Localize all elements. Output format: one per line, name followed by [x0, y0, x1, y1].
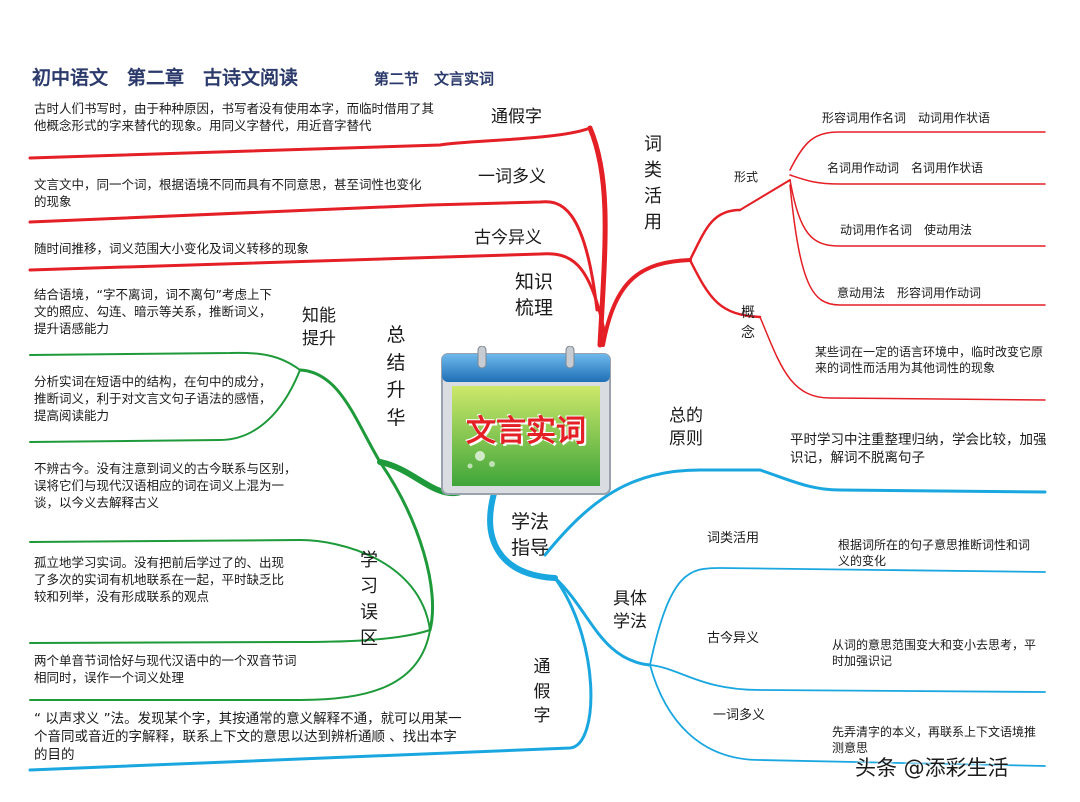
- node-xingshi: 形式: [734, 170, 759, 184]
- node-cilei-huoyong: 词类活用: [644, 134, 662, 234]
- node-xuexi-wuqu: 学习误区: [360, 550, 378, 650]
- desc-juti-cilei: 根据词所在的句子意思推断词性和词义的变化: [838, 538, 1031, 569]
- desc-yiciduoyi: 文言文中，同一个词，根据语境不同而具有不同意思，甚至词性也变化的现象: [34, 177, 422, 209]
- node-zhineng-tisheng: 知能 提升: [302, 306, 336, 349]
- desc-gainian: 某些词在一定的语言环境中，临时改变它原来的词性而活用为其他词性的现象: [815, 345, 1044, 376]
- node-yiciduoyi: 一词多义: [478, 167, 546, 187]
- xingshi-item: 名词用作动词 名词用作状语: [827, 161, 984, 175]
- xingshi-item: 意动用法 形容词用作动词: [837, 286, 982, 300]
- desc-juti-yiciduoyi: 先弄清字的本义，再联系上下文语境推测意思: [832, 725, 1037, 756]
- page-title: 初中语文 第二章 古诗文阅读: [32, 67, 299, 89]
- calendar-icon: [441, 345, 611, 495]
- xingshi-item: 形容词用作名词 动词用作状语: [822, 111, 991, 125]
- desc-zhineng-2: 分析实词在短语中的结构，在句中的成分，推断词义，利于对文言文句子语法的感悟，提高…: [34, 374, 272, 423]
- node-xuefa-tongjiazi: 通假字: [533, 657, 551, 727]
- desc-zong-yuanze: 平时学习中注重整理归纳，学会比较，加强识记，解词不脱离句子: [790, 432, 1047, 467]
- node-juti-xuefa: 具体 学法: [613, 589, 647, 632]
- node-gujinyiyi: 古今异义: [474, 228, 542, 248]
- node-xuefa-zhidao: 学法 指导: [511, 511, 550, 559]
- xingshi-item: 动词用作名词 使动用法: [840, 223, 973, 237]
- page-subtitle: 第二节 文言实词: [374, 70, 495, 88]
- node-tongjiazi: 通假字: [491, 107, 542, 127]
- desc-xuefa-tongjiazi: “ 以声求义 ”法。发现某个字，其按通常的意义解释不通，就可以用某一个音同或音近…: [34, 711, 462, 764]
- node-juti-yiciduoyi: 一词多义: [713, 708, 766, 723]
- desc-tongjiazi: 古时人们书写时，由于种种原因，书写者没有使用本字，而临时借用了其他概念形式的字来…: [34, 101, 435, 133]
- node-gainian: 概念: [741, 305, 755, 342]
- center-title: 文言实词: [466, 414, 586, 449]
- desc-juti-gujin: 从词的意思范围变大和变小去思考，平时加强识记: [832, 638, 1037, 669]
- desc-gujinyiyi: 随时间推移，词义范围大小变化及词义转移的现象: [34, 241, 310, 256]
- node-zhishi-shuli: 知识 梳理: [515, 271, 554, 319]
- node-juti-gujin: 古今异义: [707, 631, 760, 646]
- watermark: 头条 @添彩生活: [855, 756, 1009, 780]
- center-node: 文言实词: [440, 345, 612, 496]
- desc-wuqu-3: 两个单音节词恰好与现代汉语中的一个双音节词相同时，误作一个词义处理: [34, 653, 297, 685]
- node-juti-cilei: 词类活用: [707, 531, 760, 546]
- desc-wuqu-2: 孤立地学习实词。没有把前后学过了的、出现了多次的实词有机地联系在一起，平时缺乏比…: [34, 555, 285, 604]
- desc-wuqu-1: 不辨古今。没有注意到词义的古今联系与区别，误将它们与现代汉语相应的词在词义上混为…: [34, 461, 297, 510]
- node-zong-yuanze: 总的 原则: [669, 406, 703, 449]
- desc-zhineng-1: 结合语境，“字不离词，词不离句”考虑上下文的照应、勾连、暗示等关系，推断词义，提…: [34, 287, 272, 336]
- node-zongjie-shenghua: 总结升华: [386, 324, 406, 429]
